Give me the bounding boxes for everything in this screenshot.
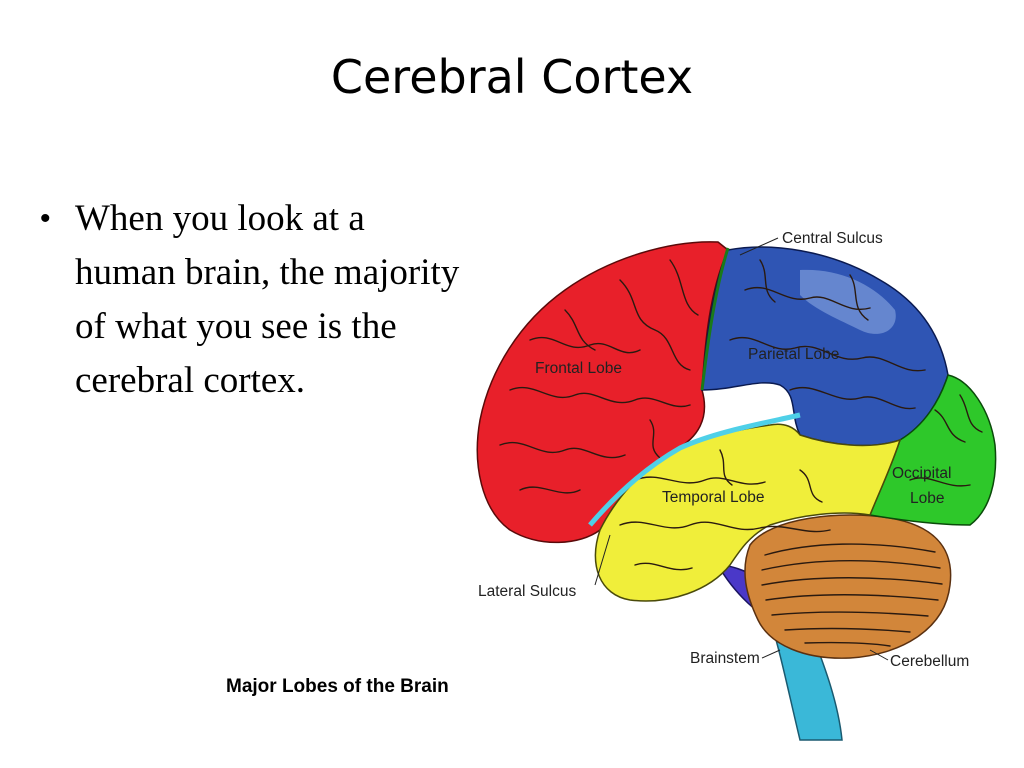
bullet-item: • When you look at a human brain, the ma… [40,192,470,408]
bullet-text: When you look at a human brain, the majo… [75,198,460,401]
label-frontal-lobe: Frontal Lobe [535,360,622,377]
occipital-lobe-region [868,374,997,526]
frontal-lobe-folds [499,259,699,494]
label-leaders [594,237,889,661]
central-sulcus-line [700,247,730,391]
cerebellum-region [744,514,952,659]
parietal-lobe-folds [729,259,926,410]
parietal-highlight [800,269,896,334]
cerebellum-folds [761,543,943,647]
bullet-list: • When you look at a human brain, the ma… [40,192,470,408]
label-occipital-lobe-1: Occipital [892,465,951,482]
bullet-dot: • [40,202,51,235]
slide-title: Cerebral Cortex [330,50,694,104]
label-central-sulcus: Central Sulcus [782,230,883,247]
label-cerebellum: Cerebellum [890,653,969,670]
label-lateral-sulcus: Lateral Sulcus [478,583,576,600]
figure-caption: Major Lobes of the Brain [226,676,449,697]
lateral-sulcus-line [588,412,801,527]
label-occipital-lobe-2: Lobe [910,490,944,507]
occipital-lobe-folds [909,394,983,487]
label-temporal-lobe: Temporal Lobe [662,489,765,506]
temporal-lobe-folds [619,449,831,571]
label-parietal-lobe: Parietal Lobe [748,346,839,363]
brain-diagram: Central Sulcus Frontal Lobe Parietal Lob… [476,230,997,741]
label-brainstem: Brainstem [690,650,760,667]
